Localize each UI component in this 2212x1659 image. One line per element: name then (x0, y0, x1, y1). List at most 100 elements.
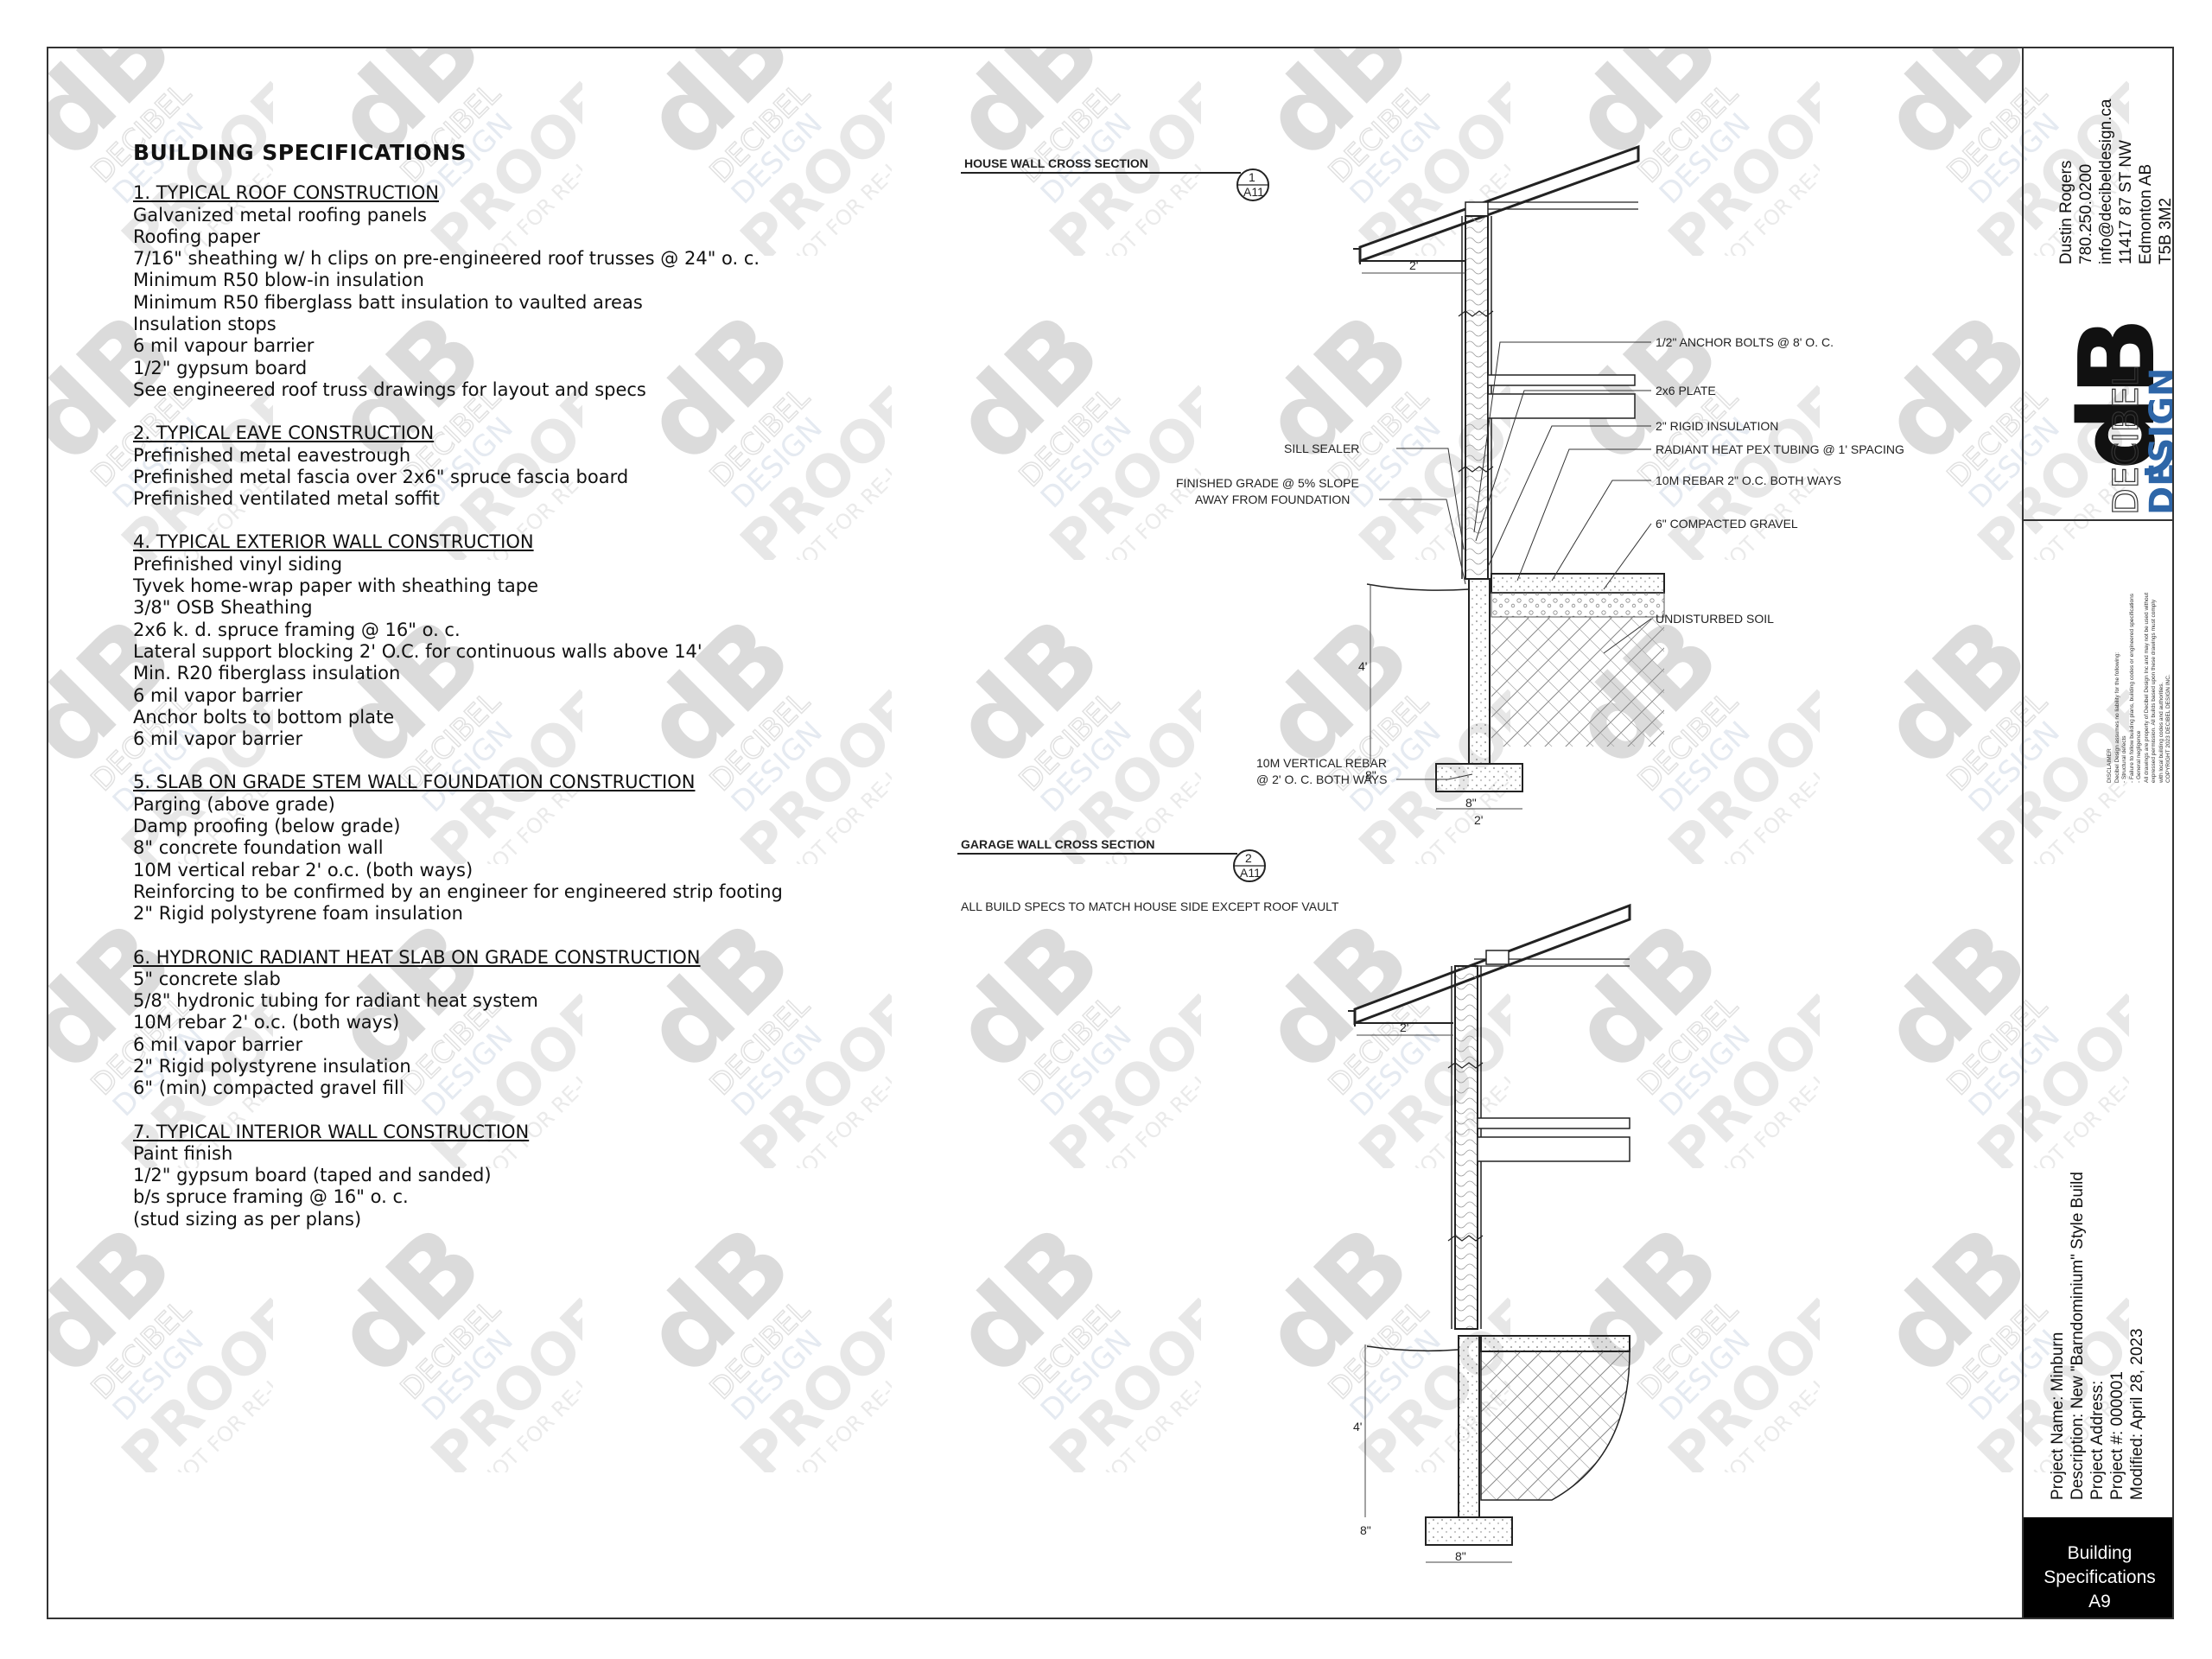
spec-line: 8" concrete foundation wall (133, 837, 384, 859)
disclaimer-line: - General negligence (2136, 730, 2142, 783)
label-rigid-insulation: 2" RIGID INSULATION (1656, 419, 1778, 433)
spec-line: 2x6 k. d. spruce framing @ 16" o. c. (133, 619, 461, 640)
project-line: Project #: 000001 (2108, 1371, 2126, 1500)
spec-line: Min. R20 fiberglass insulation (133, 663, 401, 684)
spec-section-title: 1. TYPICAL ROOF CONSTRUCTION (133, 182, 439, 204)
svg-text:8": 8" (1360, 1523, 1371, 1537)
label-grade-1: FINISHED GRADE @ 5% SLOPE (1176, 476, 1359, 490)
spec-line: Damp proofing (below grade) (133, 816, 401, 837)
watermark-text: PROOF (109, 1287, 273, 1472)
project-line: Modified: April 28, 2023 (2128, 1328, 2146, 1500)
spec-line: 10M rebar 2' o.c. (both ways) (133, 1012, 400, 1033)
logo-word-2: DESIGN (2143, 367, 2174, 515)
svg-text:2': 2' (1400, 1020, 1408, 1034)
svg-text:2': 2' (1409, 258, 1418, 272)
project-line: Description: New "Barndominium" Style Bu… (2069, 1172, 2087, 1500)
spec-line: Prefinished ventilated metal soffit (133, 488, 440, 510)
spec-line: 6 mil vapour barrier (133, 335, 315, 357)
brand-wordmark: DECIBEL DESIGN (2106, 366, 2174, 516)
label-gravel: 6" COMPACTED GRAVEL (1656, 517, 1798, 531)
spec-section-title: 2. TYPICAL EAVE CONSTRUCTION (133, 423, 435, 444)
specifications-panel: BUILDING SPECIFICATIONS 1. TYPICAL ROOF … (133, 142, 876, 1252)
disclaimer-line: - Failure to follow building plans, buil… (2128, 594, 2135, 783)
spec-line: Reinforcing to be confirmed by an engine… (133, 880, 783, 902)
disclaimer-line: All drawings are property of Decibel Des… (2143, 592, 2150, 783)
spec-line: 5" concrete slab (133, 968, 281, 989)
spec-section-title: 4. TYPICAL EXTERIOR WALL CONSTRUCTION (133, 531, 534, 553)
svg-text:8": 8" (1455, 1549, 1466, 1563)
house-wall-section: HOUSE WALL CROSS SECTION 1 A11 (961, 144, 1904, 827)
spec-line: Minimum R50 blow-in insulation (133, 270, 424, 291)
project-line: Project Address: (2088, 1380, 2107, 1500)
spec-line: Parging (above grade) (133, 793, 335, 815)
spec-line: 10M vertical rebar 2' o.c. (both ways) (133, 859, 474, 880)
spec-section: 5. SLAB ON GRADE STEM WALL FOUNDATION CO… (133, 772, 876, 925)
spec-section: 6. HYDRONIC RADIANT HEAT SLAB ON GRADE C… (133, 947, 876, 1100)
svg-text:8": 8" (1365, 768, 1376, 782)
sheet-name: Building Specifications (2044, 1543, 2156, 1587)
spec-line: Prefinished vinyl siding (133, 553, 343, 575)
contact-line: 11417 87 ST NW (2117, 140, 2135, 264)
spec-line: 2" Rigid polystyrene insulation (133, 1055, 411, 1077)
spec-section-title: 6. HYDRONIC RADIANT HEAT SLAB ON GRADE C… (133, 946, 701, 968)
project-line: Project Name: Minburn (2049, 1332, 2067, 1500)
spec-section: 2. TYPICAL EAVE CONSTRUCTION Prefinished … (133, 423, 876, 510)
watermark-text: DECIBEL (703, 1294, 817, 1407)
disclaimer-line: Decibel Design assumes no liability for … (2113, 652, 2120, 783)
disclaimer-line: DISCLAIMER (2107, 748, 2113, 783)
spec-line: (stud sizing as per plans) (133, 1208, 362, 1230)
watermark-text: NOT FOR RE-USE (785, 1351, 892, 1472)
garage-note: ALL BUILD SPECS TO MATCH HOUSE SIDE EXCE… (961, 899, 1339, 913)
contact-line: Edmonton AB (2137, 163, 2155, 264)
spec-line: 7/16" sheathing w/ h clips on pre-engine… (133, 248, 760, 270)
watermark-text: PROOF (418, 1287, 582, 1472)
sheet-number: A9 (2088, 1592, 2111, 1611)
garage-wall-section: GARAGE WALL CROSS SECTION 2 A11 ALL BUIL… (957, 837, 1631, 1569)
spec-line: 1/2" gypsum board (taped and sanded) (133, 1165, 492, 1186)
disclaimer-line: COPYRIGHT 2023 DECIBEL DESIGN INC. (2165, 674, 2171, 783)
spec-line: Minimum R50 fiberglass batt insulation t… (133, 291, 643, 313)
house-section-title: HOUSE WALL CROSS SECTION (964, 156, 1148, 170)
title-block-divider (2024, 519, 2172, 521)
contact-line: info@decibeldesign.ca (2097, 99, 2115, 264)
spec-line: 6 mil vapor barrier (133, 1033, 303, 1055)
cross-section-drawings: HOUSE WALL CROSS SECTION 1 A11 (957, 144, 1904, 1569)
spec-line: Lateral support blocking 2' O.C. for con… (133, 640, 702, 662)
label-soil: UNDISTURBED SOIL (1656, 612, 1774, 626)
logo-mark: dB (2058, 317, 2174, 470)
garage-section-title: GARAGE WALL CROSS SECTION (961, 837, 1155, 851)
label-vertical-rebar-1: 10M VERTICAL REBAR (1256, 756, 1387, 770)
spec-line: Insulation stops (133, 314, 276, 335)
svg-text:2: 2 (1245, 851, 1252, 865)
svg-text:4': 4' (1353, 1420, 1362, 1433)
spec-line: 6" (min) compacted gravel fill (133, 1077, 404, 1099)
specs-title: BUILDING SPECIFICATIONS (133, 140, 467, 165)
spec-line: Prefinished metal fascia over 2x6" spruc… (133, 466, 629, 487)
spec-line: b/s spruce framing @ 16" o. c. (133, 1186, 409, 1208)
watermark-text: DESIGN (725, 1323, 830, 1427)
label-anchor-bolts: 1/2" ANCHOR BOLTS @ 8' O. C. (1656, 335, 1834, 349)
watermark-text: DECIBEL (85, 1294, 198, 1407)
contact-line: 780.250.0200 (2077, 163, 2095, 264)
sheet-label: Building Specifications A9 (2024, 1517, 2172, 1618)
watermark-text: DESIGN (416, 1323, 520, 1427)
disclaimer-line: expressed permission. All builds based u… (2151, 599, 2157, 783)
contact-line: Dustin Rogers (2057, 160, 2075, 264)
spec-line: Roofing paper (133, 226, 260, 247)
svg-text:4': 4' (1358, 659, 1367, 673)
label-pex-tubing: RADIANT HEAT PEX TUBING @ 1' SPACING (1656, 442, 1904, 456)
spec-line: Paint finish (133, 1142, 233, 1164)
spec-line: See engineered roof truss drawings for l… (133, 378, 646, 400)
svg-text:2': 2' (1474, 813, 1483, 827)
svg-text:8": 8" (1465, 796, 1477, 810)
spec-line: Anchor bolts to bottom plate (133, 706, 395, 728)
spec-line: 5/8" hydronic tubing for radiant heat sy… (133, 990, 538, 1012)
logo-word-1: DECIBEL (2107, 366, 2146, 515)
spec-line: Tyvek home-wrap paper with sheathing tap… (133, 575, 539, 597)
